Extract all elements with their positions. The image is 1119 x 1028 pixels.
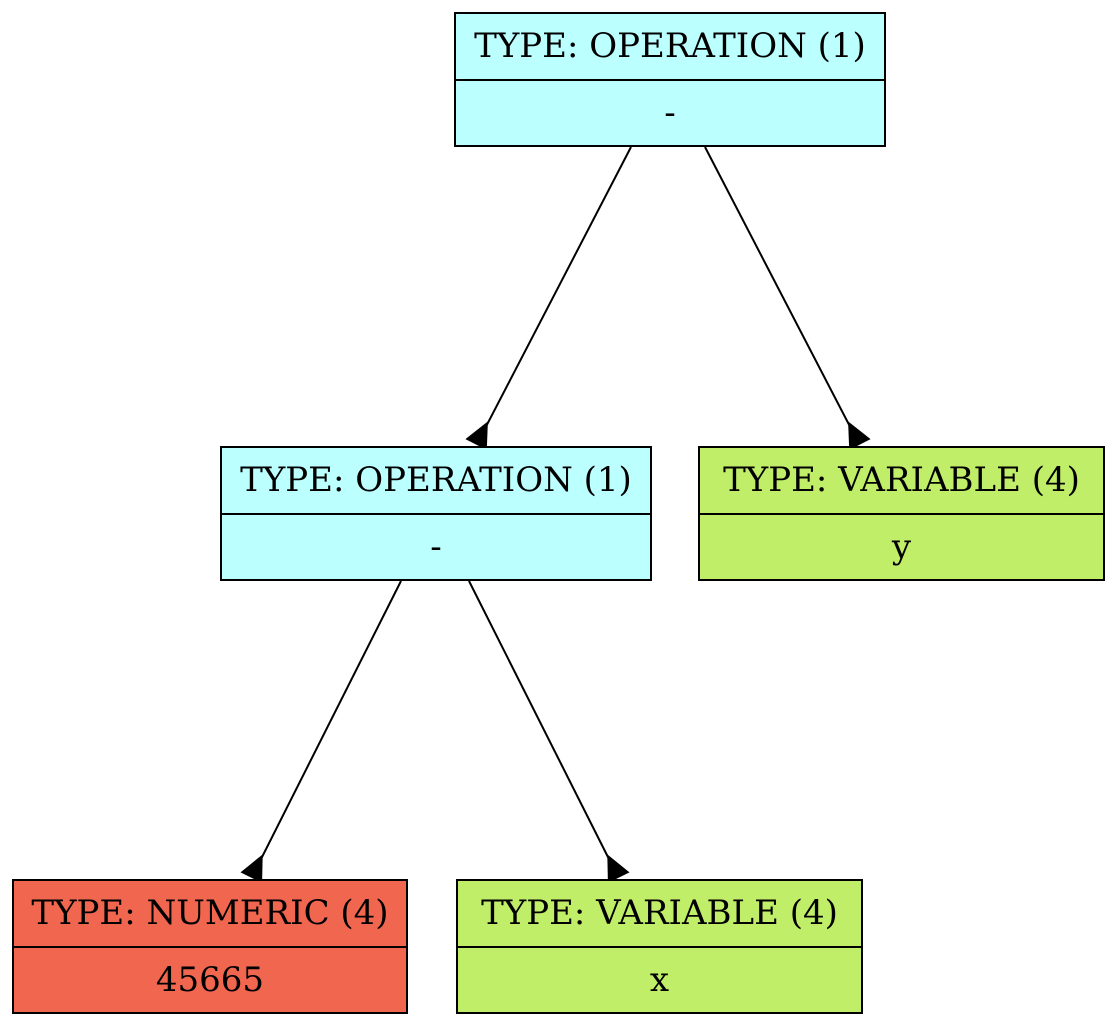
- node-value: y: [891, 526, 912, 567]
- node-operation-root: TYPE: OPERATION (1) -: [454, 12, 886, 147]
- arrowhead-to-op2: [465, 421, 488, 451]
- node-type-label: TYPE: VARIABLE (4): [458, 881, 861, 948]
- node-type-label: TYPE: OPERATION (1): [456, 14, 884, 81]
- node-variable-x: TYPE: VARIABLE (4) x: [456, 879, 863, 1014]
- edge-op2-to-num: [252, 580, 402, 876]
- node-numeric: TYPE: NUMERIC (4) 45665: [12, 879, 408, 1014]
- node-value: -: [430, 526, 442, 567]
- arrowhead-to-num: [240, 854, 263, 883]
- arrowhead-to-var-y: [848, 421, 871, 451]
- node-value: x: [649, 959, 670, 1000]
- edge-root-to-op2: [477, 146, 632, 443]
- node-type-label: TYPE: VARIABLE (4): [700, 448, 1103, 515]
- edge-op2-to-var-x: [468, 580, 618, 876]
- node-type-label: TYPE: OPERATION (1): [222, 448, 650, 515]
- node-value: -: [664, 92, 676, 133]
- node-type-label: TYPE: NUMERIC (4): [14, 881, 406, 948]
- node-operation-child: TYPE: OPERATION (1) -: [220, 446, 652, 581]
- node-value: 45665: [155, 959, 265, 1000]
- edge-root-to-var-y: [704, 146, 859, 443]
- node-variable-y: TYPE: VARIABLE (4) y: [698, 446, 1105, 581]
- arrowhead-to-var-x: [607, 854, 630, 883]
